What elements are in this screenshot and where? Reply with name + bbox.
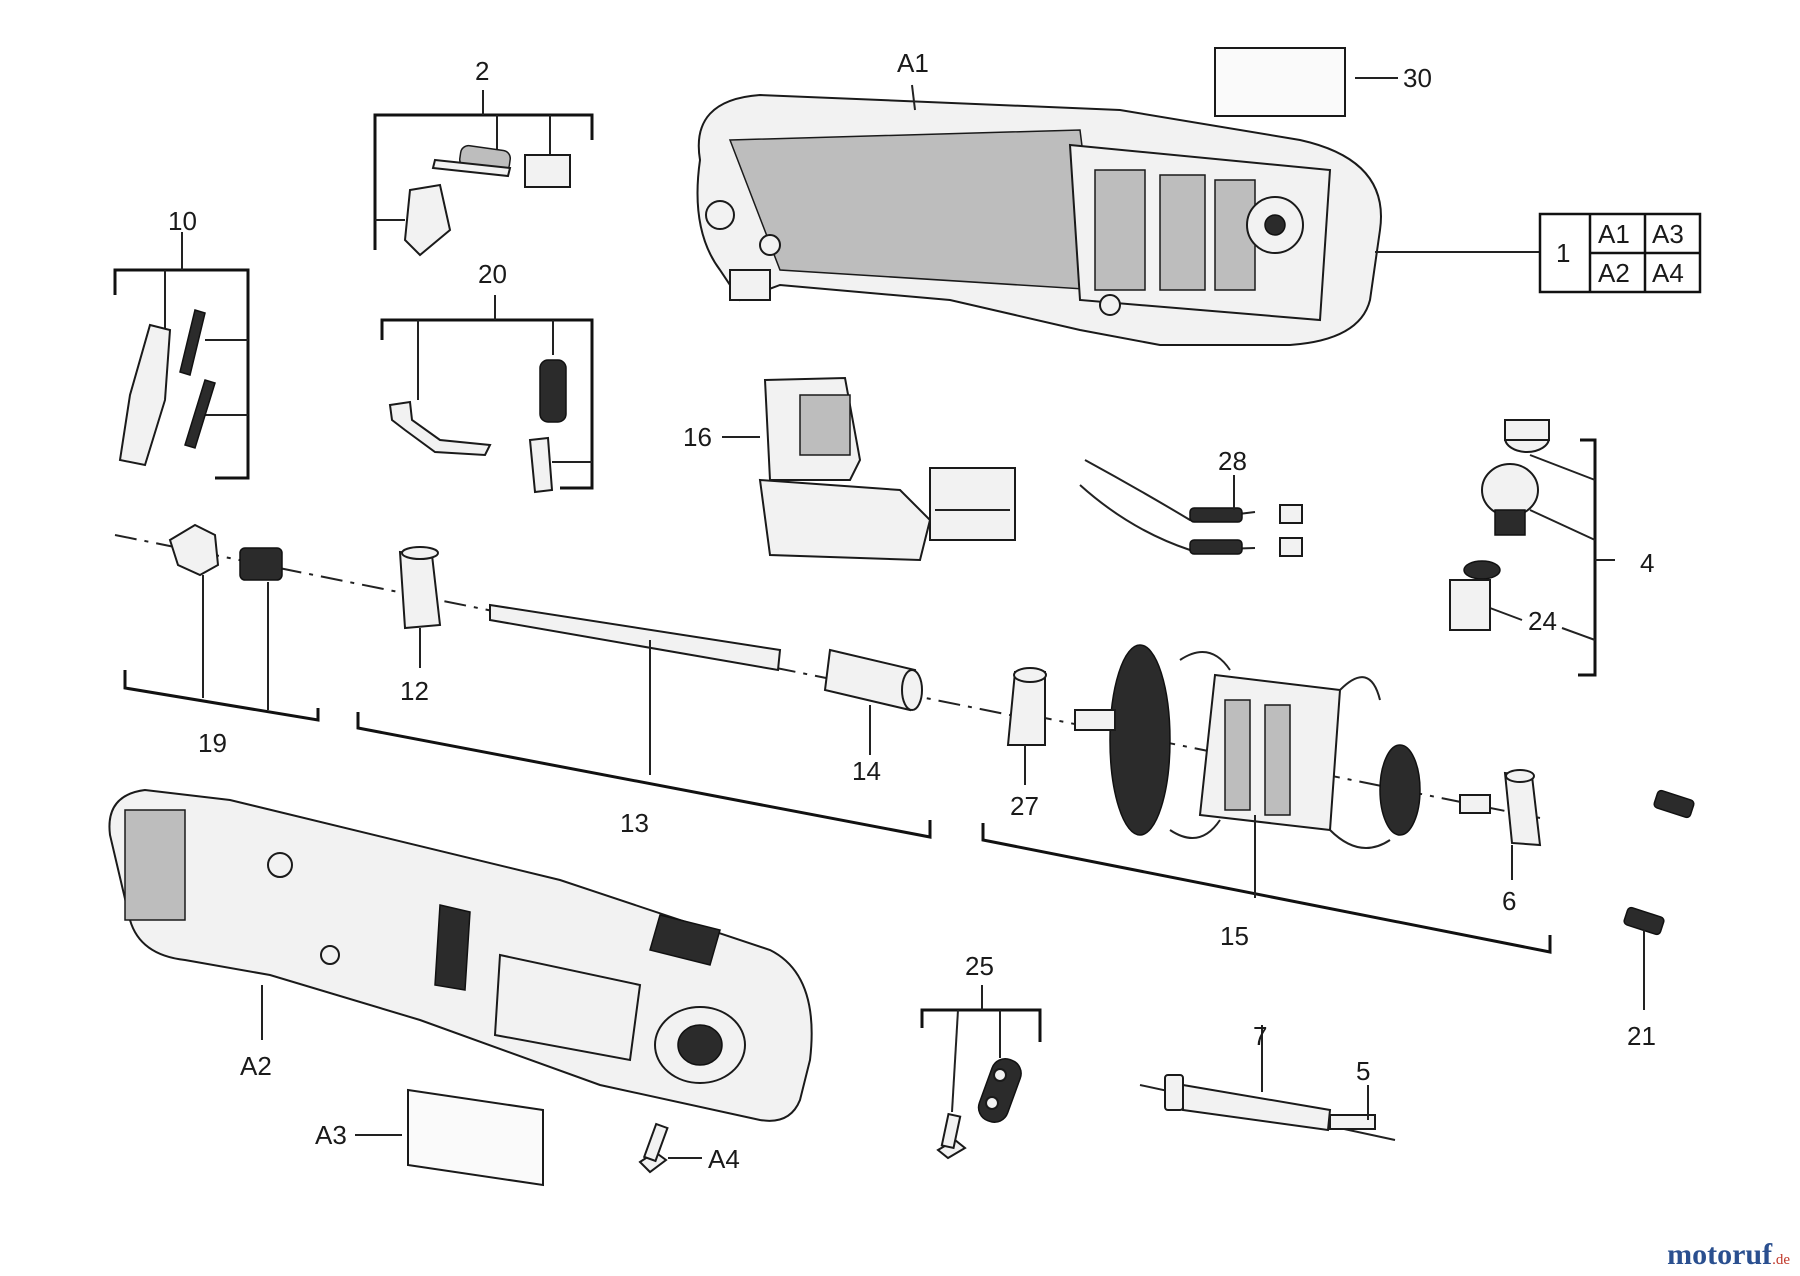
callout-a1: A1 [897, 48, 929, 78]
callout-13: 13 [620, 808, 649, 838]
rating-label-30 [1214, 47, 1346, 117]
table-cell-a2: A2 [1598, 258, 1630, 288]
callout-16: 16 [683, 422, 712, 452]
spindle-13 [489, 603, 782, 672]
carbon-brushes-28 [1079, 459, 1303, 557]
bearing-12 [398, 546, 442, 630]
callout-20: 20 [478, 259, 507, 289]
watermark-brand: motoruf [1667, 1238, 1773, 1271]
callout-7: 7 [1253, 1021, 1267, 1051]
sleeve-14 [823, 648, 923, 712]
table-cell-a1: A1 [1598, 219, 1630, 249]
callout-15: 15 [1220, 921, 1249, 951]
callout-27: 27 [1010, 791, 1039, 821]
bracket-13 [356, 712, 932, 839]
bracket-19 [123, 670, 320, 722]
callout-10: 10 [168, 206, 197, 236]
callout-2: 2 [475, 56, 489, 86]
callout-5: 5 [1356, 1056, 1370, 1086]
callout-28: 28 [1218, 446, 1247, 476]
callout-21: 21 [1627, 1021, 1656, 1051]
bearing-27 [1006, 667, 1047, 746]
bracket-25 [920, 1008, 1042, 1042]
callout-6: 6 [1502, 886, 1516, 916]
label-a3 [407, 1088, 544, 1187]
bearing-parts-4 [1449, 419, 1550, 631]
spindle-lock-parts-20 [388, 359, 567, 494]
housing-half-a1 [696, 93, 1382, 346]
callout-24: 24 [1528, 606, 1557, 636]
watermark-logo: motoruf.de [1667, 1238, 1790, 1272]
watermark-suffix: .de [1772, 1252, 1790, 1268]
callout-12: 12 [400, 676, 429, 706]
bearing-6 [1503, 769, 1542, 847]
screw-21b [1623, 906, 1665, 936]
bracket-15 [981, 823, 1552, 954]
callout-a2: A2 [240, 1051, 272, 1081]
table-cell-a3: A3 [1652, 219, 1684, 249]
clamp-parts-25 [936, 1057, 1022, 1160]
callout-1: 1 [1556, 238, 1570, 268]
callout-4: 4 [1640, 548, 1654, 578]
leader-4b [1529, 509, 1596, 541]
rotor-15 [1074, 644, 1491, 849]
callout-19: 19 [198, 728, 227, 758]
callout-25: 25 [965, 951, 994, 981]
callout-30: 30 [1403, 63, 1432, 93]
collet-nut-19 [168, 523, 283, 581]
leader-4a [1529, 454, 1596, 481]
callout-a4: A4 [708, 1144, 740, 1174]
flex-shaft-7 [1164, 1074, 1376, 1132]
housing-table [1538, 212, 1702, 294]
switch-parts-2 [403, 144, 571, 257]
housing-half-a2 [108, 788, 813, 1122]
screw-a4 [638, 1122, 669, 1174]
lock-parts-10 [118, 309, 216, 467]
callout-a3: A3 [315, 1120, 347, 1150]
leader-24 [1489, 607, 1523, 621]
screw-21a [1653, 789, 1695, 819]
table-cell-a4: A4 [1652, 258, 1684, 288]
bracket-10 [113, 268, 250, 480]
switch-16 [758, 376, 1016, 562]
leader-25a [951, 1009, 959, 1113]
bracket-4 [1578, 438, 1597, 677]
leader-a1 [911, 84, 916, 111]
bracket-20 [380, 318, 594, 490]
callout-14: 14 [852, 756, 881, 786]
leader-24b [1561, 627, 1596, 641]
